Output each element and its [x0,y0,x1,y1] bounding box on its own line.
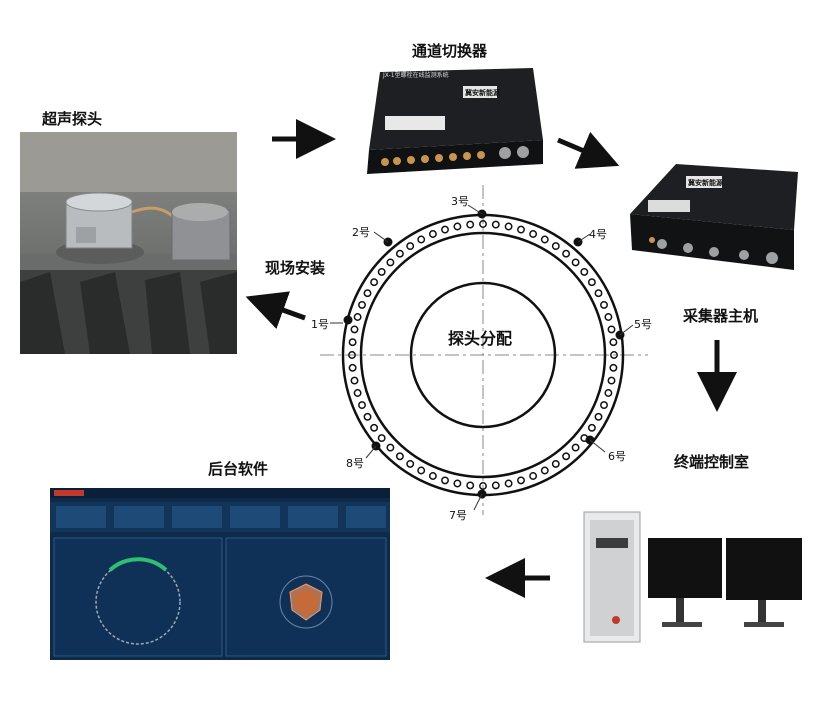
flow-arrows [245,119,737,598]
bolt-hole [540,466,549,475]
bolt-hole [580,267,589,276]
bolt-hole [517,476,525,485]
probe-label-2: 2号 [352,226,370,239]
bolt-hole [479,220,487,228]
bolt-hole [594,412,603,421]
bolt-hole [609,338,618,347]
bolt-hole [587,423,596,432]
bolt-hole [517,225,525,234]
bolt-hole [377,434,386,443]
bolt-hole [386,443,395,452]
label-probe: 超声探头 [42,110,103,128]
bolt-hole [607,376,616,385]
bolt-hole [348,338,357,347]
bolt-hole [610,351,618,359]
ring-mid-circle [359,231,607,479]
bolt-hole [406,242,415,251]
bolt-hole [417,466,426,475]
terminal-photo [576,508,806,646]
bolt-hole [562,249,571,258]
probe-label-6: 6号 [608,450,626,463]
probe-label-5: 5号 [634,318,652,331]
bolt-hole [358,401,366,410]
bolt-hole [386,258,395,267]
probe-label-3: 3号 [451,195,469,208]
bolt-hole [358,300,366,309]
arrow-switcher-to-host [557,131,620,169]
bolt-hole [417,235,426,244]
ring-inner-circle [409,281,557,429]
bolt-hole [504,222,513,231]
probe-label-4: 4号 [589,228,607,241]
probe-position-dot [343,315,353,325]
bolt-hole [353,313,362,321]
bolt-hole [353,389,362,397]
bolt-hole [370,423,379,432]
label-terminal: 终端控制室 [674,453,750,471]
bolt-hole [428,230,437,238]
bolt-hole [348,363,357,372]
bolt-hole [571,258,580,267]
bolt-hole [604,313,613,321]
switcher-photo: JX-1型螺栓在线监测系统 冀安新能源 [355,64,545,180]
switcher-brand: 冀安新能源 [465,89,500,97]
switcher-title: JX-1型螺栓在线监测系统 [383,72,449,79]
probe-leader-lines [330,204,634,511]
host-brand: 冀安新能源 [688,179,723,187]
bolt-hole [428,472,437,480]
bolt-hole [406,459,415,468]
bolt-hole [491,481,500,490]
bolt-hole [600,401,608,410]
label-switcher: 通道切换器 [412,42,488,60]
bolt-hole [453,479,462,488]
probe-label-7: 7号 [449,509,467,522]
bolt-hole [370,278,379,287]
bolt-hole [571,443,580,452]
bolt-hole [363,289,372,298]
bolt-hole [562,452,571,461]
bolt-hole [377,267,386,276]
bolt-hole [540,235,549,244]
bolt-hole [441,476,449,485]
bolt-hole [466,481,475,490]
bolt-hole [551,242,560,251]
bolt-hole [551,459,560,468]
label-center: 探头分配 [448,329,513,348]
probe-label-8: 8号 [346,457,364,470]
label-host: 采集器主机 [683,307,759,325]
label-install: 现场安装 [265,259,326,277]
bolt-hole [395,452,404,461]
crosshair-lines [320,185,648,515]
bolt-hole [594,289,603,298]
probe-label-1: 1号 [311,318,329,331]
bolt-hole [504,479,513,488]
bolt-hole [604,389,613,397]
bolt-hole [607,325,616,334]
bolt-hole [491,220,500,229]
bolt-hole [441,225,449,234]
label-software: 后台软件 [208,460,269,478]
bolt-hole [395,249,404,258]
bolt-holes [343,209,625,499]
bolt-hole [479,482,487,490]
bolt-hole [600,300,608,309]
bolt-hole [587,278,596,287]
probe-photo [20,132,237,354]
bolt-hole [453,222,462,231]
host-photo: 冀安新能源 [626,160,804,278]
arrow-to-install [245,291,306,329]
bolt-hole [609,363,618,372]
bolt-hole [350,325,359,334]
bolt-hole [529,230,538,238]
bolt-hole [350,376,359,385]
bolt-hole [348,351,356,359]
bolt-hole [363,412,372,421]
bolt-hole [529,472,538,480]
software-screenshot [50,488,390,660]
bolt-hole [466,220,475,229]
